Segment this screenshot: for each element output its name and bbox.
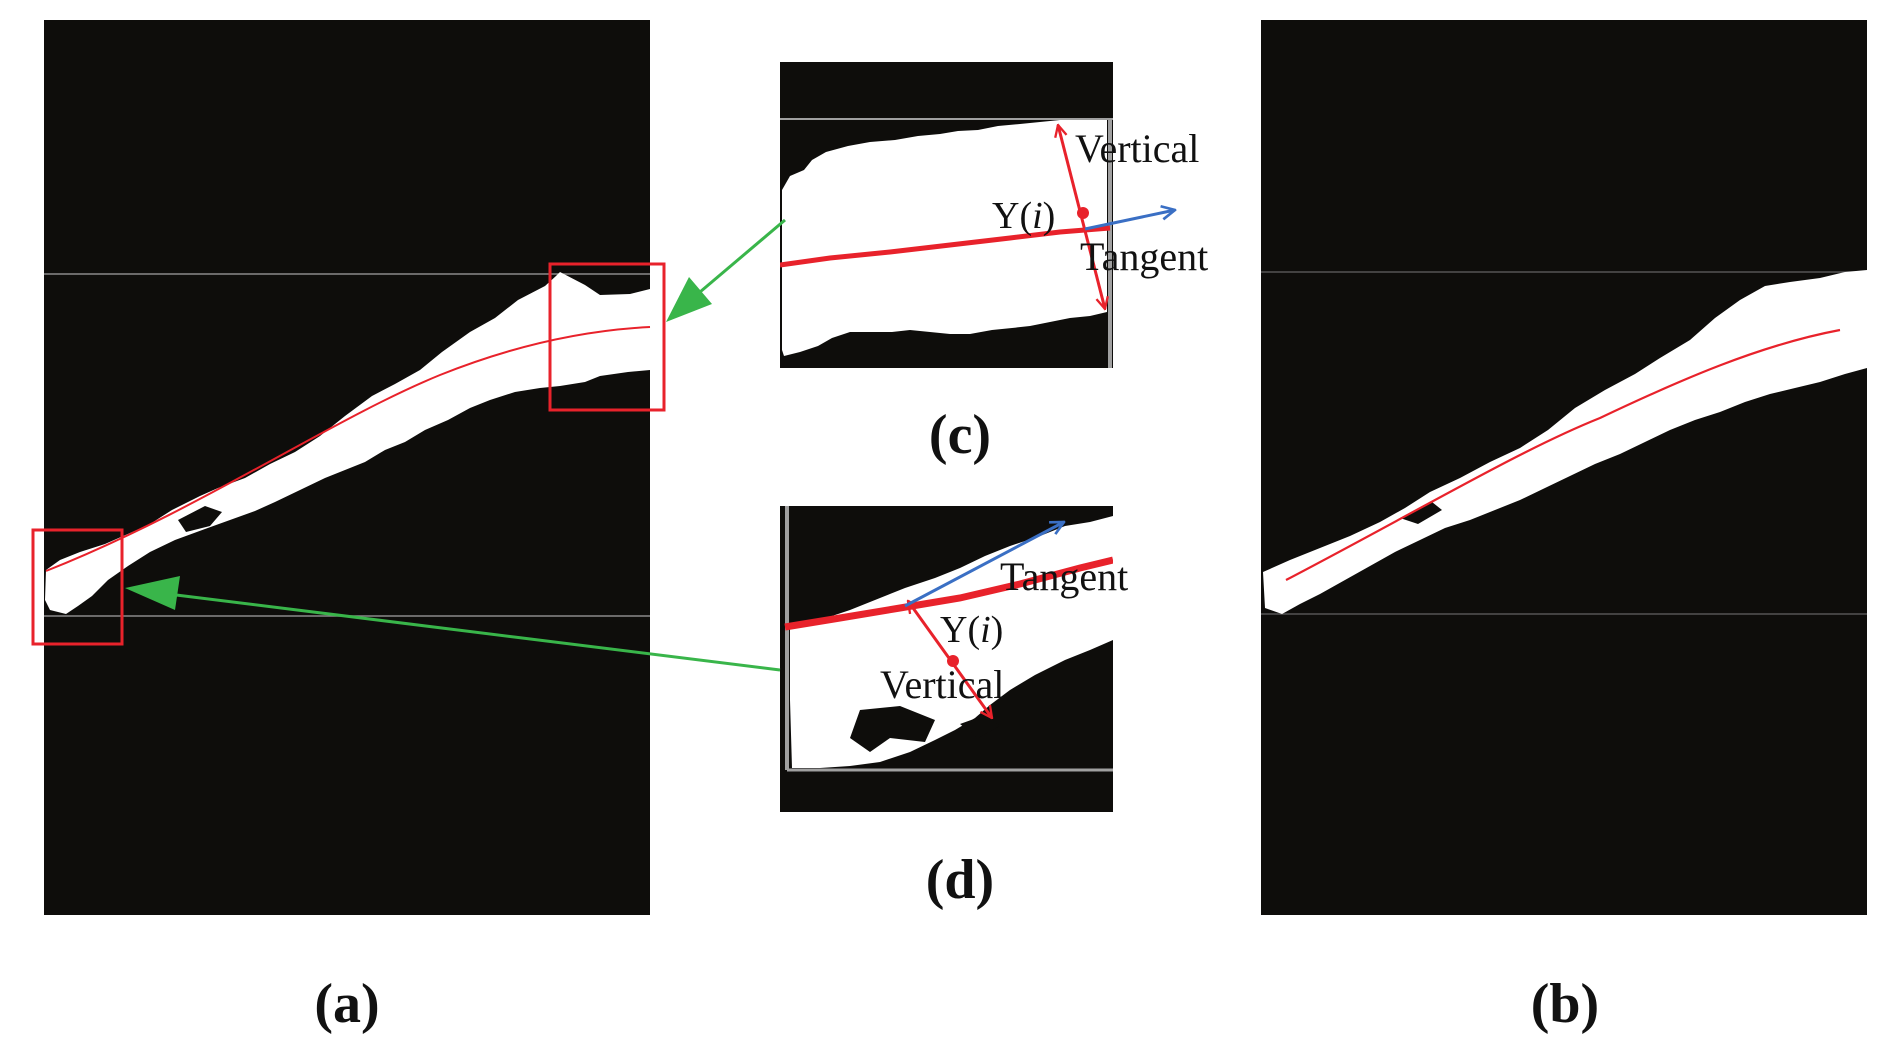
panel-c-point-label: Y(i) [992,195,1055,237]
panel-d-point-label: Y(i) [940,609,1003,651]
panel-b-centerline [1285,328,1841,581]
panel-c-vertical-label: Vertical [1075,126,1199,171]
panel-b-vessel-mask [1263,270,1867,614]
panel-d-vessel-hole-2 [960,715,1000,738]
panel-a-highlight-box-left [31,528,124,646]
panel-d: Y(i) Tangent Vertical (d) [780,506,1128,911]
panel-d-centerline [784,556,1113,631]
panel-c-point-label-var: i [1032,195,1043,237]
pointer-line-d [159,591,781,672]
pointer-arrowhead-d [125,576,180,610]
pointer-arrows [125,218,786,672]
panel-c-point-marker [1077,207,1089,219]
panel-d-point-label-prefix: Y( [940,609,980,651]
panel-b: (b) [1261,20,1867,1035]
panel-c-point-label-prefix: Y( [992,195,1032,237]
panel-a-highlight-box-right [548,262,666,412]
panel-c-vessel-mask [782,120,1107,356]
panel-a-centerline [45,326,651,572]
pointer-arrowhead-c [666,277,712,322]
pointer-line-c [699,218,786,294]
panel-c: Y(i) Vertical Tangent (c) [780,62,1208,466]
panel-a: (a) [31,20,666,1035]
panel-a-caption: (a) [314,973,379,1035]
panel-d-caption: (d) [926,849,994,911]
panel-c-tangent-label: Tangent [1080,234,1208,279]
panel-b-vessel-hole [1400,502,1442,524]
panel-d-vertical-label: Vertical [880,662,1004,707]
panel-d-point-label-suffix: ) [991,609,1004,651]
panel-d-point-marker [947,655,959,667]
panel-c-point-label-suffix: ) [1043,195,1056,237]
panel-d-tangent-label: Tangent [1000,554,1128,599]
panel-d-point-label-var: i [980,609,991,651]
panel-d-tangent-arrow [904,522,1064,608]
panel-c-tangent-arrow [1084,210,1175,231]
panel-c-caption: (c) [929,404,991,466]
panel-b-caption: (b) [1531,973,1599,1035]
panel-a-vessel-hole [178,506,222,532]
